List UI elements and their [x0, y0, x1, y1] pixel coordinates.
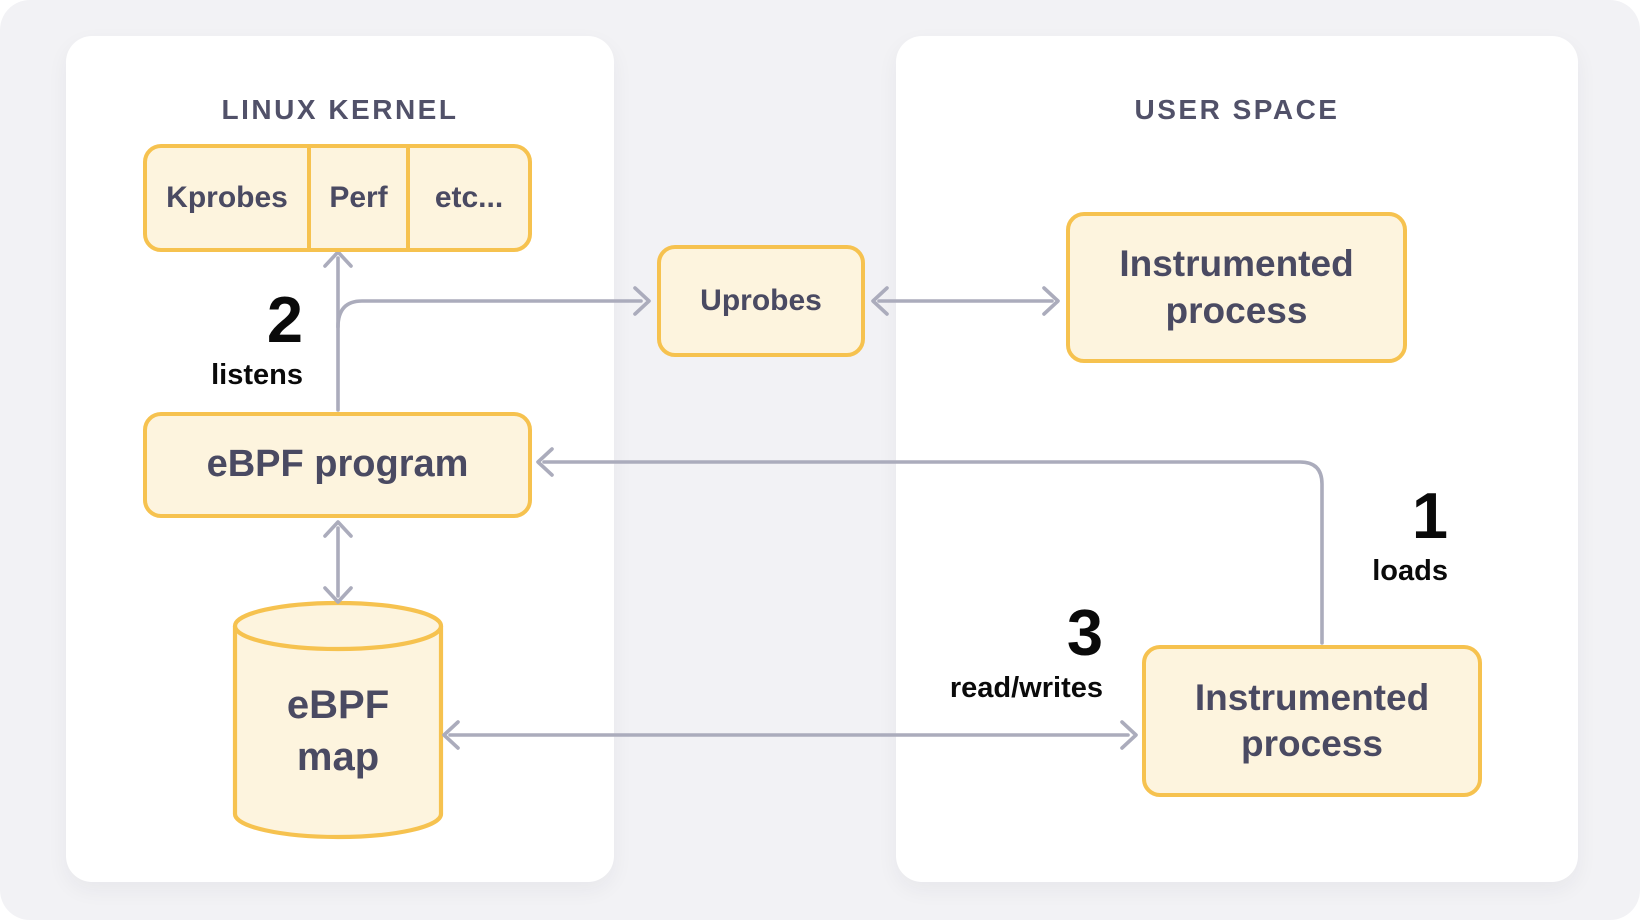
step-1-loads: 1 loads: [1198, 483, 1448, 586]
instrumented-process-bottom-box: Instrumented process: [1142, 645, 1482, 797]
step-2-word: listens: [211, 359, 303, 391]
arrowhead-right-icon: [633, 286, 651, 316]
ebpf-map-label: eBPF map: [286, 682, 390, 779]
linux-kernel-title: LINUX KERNEL: [221, 94, 459, 125]
step-3-word: read/writes: [949, 672, 1103, 704]
ebpf-program-box: eBPF program: [143, 412, 532, 518]
step-3-read-writes: 3 read/writes: [853, 600, 1103, 703]
step-2-listens: 2 listens: [53, 287, 303, 390]
arrowhead-left-icon: [871, 286, 889, 316]
step-3-number: 3: [1066, 596, 1103, 669]
probe-sources-box: Kprobes Perf etc...: [143, 144, 532, 252]
instrumented-process-top-box: Instrumented process: [1066, 212, 1407, 363]
uprobes-box: Uprobes: [657, 245, 865, 357]
etc-cell: etc...: [434, 181, 504, 214]
step-1-number: 1: [1411, 479, 1448, 552]
perf-cell: Perf: [307, 148, 410, 248]
kprobes-cell: Kprobes: [166, 181, 288, 214]
step-1-word: loads: [1372, 555, 1448, 587]
step-2-number: 2: [266, 283, 303, 356]
user-space-title: USER SPACE: [1134, 94, 1340, 125]
